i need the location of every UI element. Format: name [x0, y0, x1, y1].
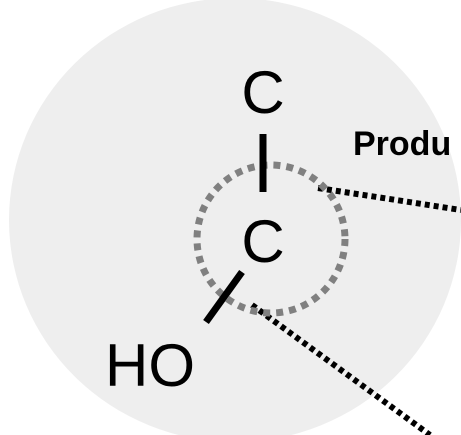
atom-top-carbon: C [241, 59, 284, 126]
annotation-label: Produ [353, 125, 451, 163]
highlight-circle [193, 161, 349, 317]
atom-center-carbon: C [241, 208, 284, 275]
leader-line-lower [250, 302, 432, 435]
atom-hydroxyl: HO [105, 332, 195, 399]
bond-c-oh [203, 269, 245, 325]
leader-line-upper [317, 185, 461, 213]
background-circle [9, 0, 461, 435]
